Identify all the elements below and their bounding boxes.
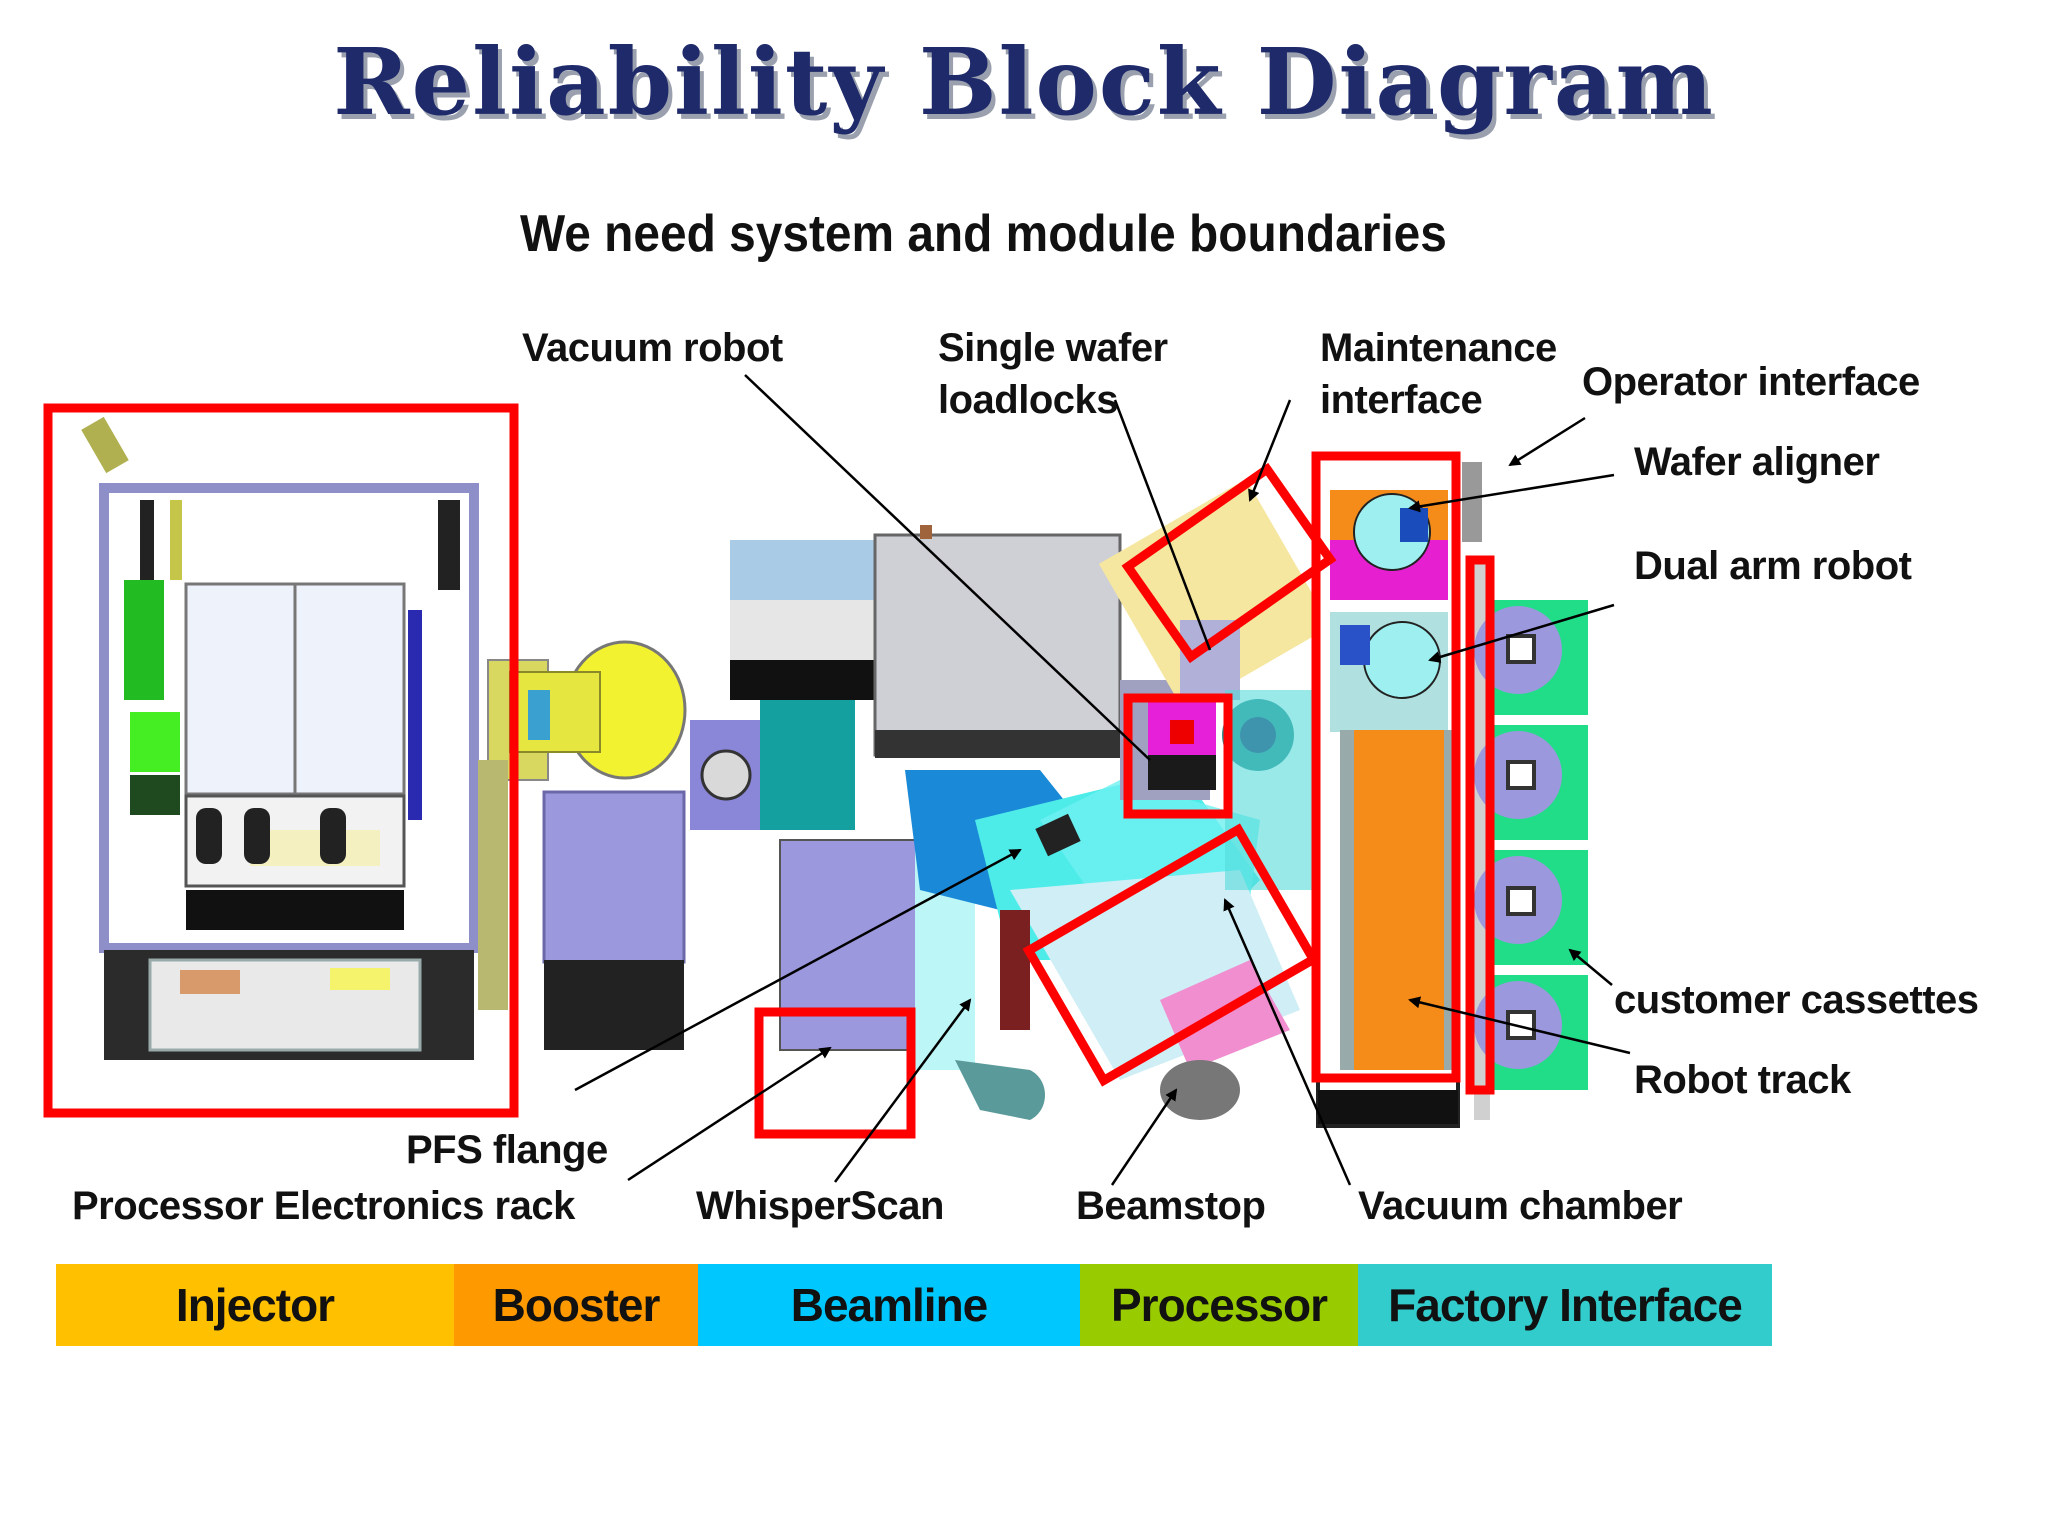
- beamline-components: [542, 478, 1332, 1120]
- injector-frame: [81, 416, 479, 1060]
- boundary-beamstop: [1022, 823, 1320, 1087]
- slide-subtitle: We need system and module boundaries: [520, 205, 1447, 263]
- label-maintenance-line2: interface: [1320, 378, 1483, 422]
- label-beamstop: Beamstop: [1076, 1184, 1266, 1228]
- factory-interface: [1316, 454, 1588, 1128]
- label-single-wafer-line1: Single wafer: [938, 326, 1168, 370]
- label-vacuum-robot: Vacuum robot: [522, 326, 783, 370]
- legend-booster: Booster: [454, 1264, 698, 1346]
- legend-injector: Injector: [56, 1264, 454, 1346]
- legend-factory-interface-label: Factory Interface: [1388, 1279, 1743, 1331]
- cassette-column: [1474, 600, 1588, 1090]
- label-customer-cassettes: customer cassettes: [1614, 978, 1979, 1022]
- label-dual-arm-robot: Dual arm robot: [1634, 544, 1912, 588]
- legend-factory-interface: Factory Interface: [1358, 1264, 1772, 1346]
- booster-tank: [478, 640, 687, 1010]
- legend-beamline: Beamline: [698, 1264, 1080, 1346]
- label-maintenance-line1: Maintenance: [1320, 326, 1557, 370]
- label-whisperscan: WhisperScan: [696, 1184, 944, 1228]
- boundary-injector: [43, 403, 519, 1118]
- label-processor-electronics-rack: Processor Electronics rack: [72, 1184, 575, 1228]
- legend-injector-label: Injector: [175, 1279, 335, 1331]
- label-single-wafer-line2: loadlocks: [938, 378, 1119, 422]
- slide-title: Reliability Block Diagram: [333, 28, 1715, 136]
- legend-processor: Processor: [1080, 1264, 1358, 1346]
- label-pfs-flange: PFS flange: [406, 1128, 608, 1172]
- leader-lines: [574, 374, 1631, 1186]
- boundary-boxes: [43, 403, 1495, 1139]
- legend-beamline-label: Beamline: [790, 1279, 989, 1331]
- boundary-whisperscan: [754, 1007, 916, 1139]
- label-robot-track: Robot track: [1634, 1058, 1851, 1102]
- label-vacuum-chamber: Vacuum chamber: [1358, 1184, 1683, 1228]
- boundary-maintenance: [1121, 462, 1337, 664]
- boundary-operator-panel: [1311, 451, 1461, 1083]
- boundary-loadlock: [1123, 693, 1233, 819]
- boundary-robot-track-right: [1465, 555, 1495, 1095]
- legend-booster-label: Booster: [492, 1279, 661, 1331]
- legend-processor-label: Processor: [1110, 1279, 1328, 1331]
- label-wafer-aligner: Wafer aligner: [1634, 440, 1880, 484]
- label-operator-interface: Operator interface: [1582, 360, 1920, 404]
- subsystem-legend: Injector Booster Beamline Processor Fact…: [56, 1264, 1772, 1346]
